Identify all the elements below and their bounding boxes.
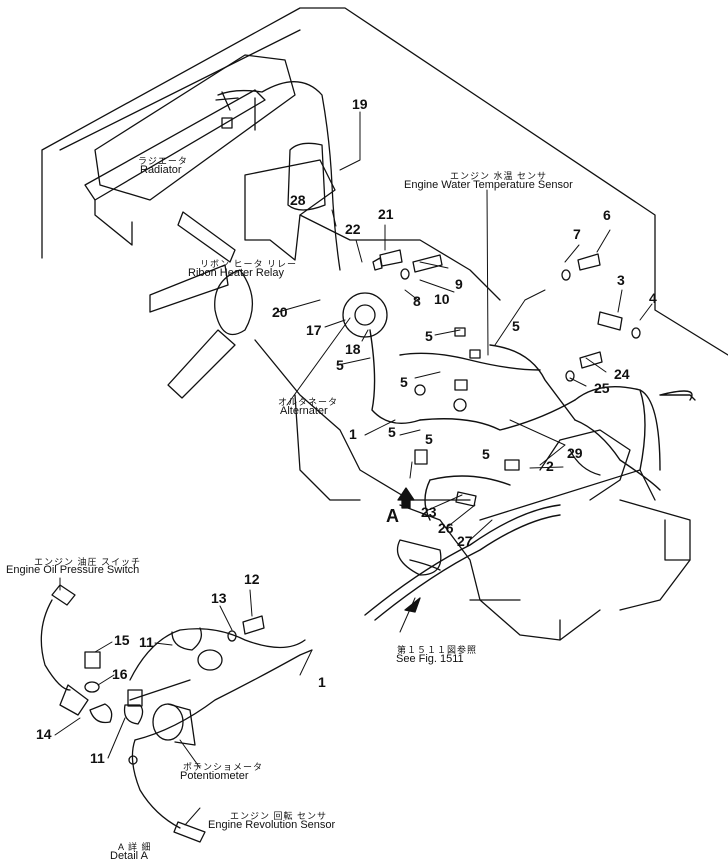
see-fig-label-jp: 第１５１１図参照 — [397, 645, 478, 655]
frame-outline — [41, 7, 728, 356]
part-number-21: 21 — [378, 206, 394, 222]
part-number-18: 18 — [345, 341, 361, 357]
part-number-23: 23 — [421, 504, 437, 520]
engine-block — [244, 142, 691, 641]
part-number-19: 19 — [352, 96, 368, 112]
part-number-8: 8 — [413, 293, 421, 309]
part-number-16: 16 — [112, 666, 128, 682]
detail-a — [40, 577, 313, 843]
arrows — [397, 487, 421, 613]
bolts-and-washers — [372, 249, 641, 507]
part-number-7: 7 — [573, 226, 581, 242]
cooling-fan — [149, 211, 254, 399]
view-a-marker: A — [386, 506, 399, 526]
part-number-3: 3 — [617, 272, 625, 288]
part-number-1-b: 1 — [318, 674, 326, 690]
potentiometer-label-jp: ポテンショメータ — [183, 762, 264, 772]
ribbon-heater-relay-label-jp: リボン ヒータ リレー — [200, 259, 298, 269]
part-number-6: 6 — [603, 207, 611, 223]
see-fig-label: See Fig. 1511 — [396, 653, 464, 665]
part-number-11-a: 11 — [139, 634, 154, 650]
main-harness — [364, 329, 696, 621]
part-number-27: 27 — [457, 533, 473, 549]
oil-pressure-switch-label: Engine Oil Pressure Switch — [6, 564, 140, 576]
leader-lines — [277, 111, 653, 633]
radiator-label: Radiator — [140, 164, 182, 176]
revolution-sensor-label-jp: エンジン 回転 センサ — [230, 811, 328, 821]
water-temp-sensor-label: Engine Water Temperature Sensor — [404, 179, 573, 191]
alternator — [342, 292, 388, 338]
part-number-5-g: 5 — [482, 446, 490, 462]
part-number-11-b: 11 — [90, 750, 105, 766]
part-number-5-f: 5 — [425, 431, 433, 447]
part-number-24: 24 — [614, 366, 630, 382]
part-number-5-d: 5 — [400, 374, 408, 390]
part-number-13: 13 — [211, 590, 227, 606]
part-number-15: 15 — [114, 632, 130, 648]
part-number-4: 4 — [649, 290, 657, 306]
alternator-label-jp: オルタネータ — [278, 397, 339, 407]
revolution-sensor-label: Engine Revolution Sensor — [208, 819, 336, 831]
part-number-17: 17 — [306, 322, 322, 338]
part-number-22: 22 — [345, 221, 361, 237]
potentiometer-label: Potentiometer — [180, 770, 249, 782]
detail-a-label: Detail A — [110, 850, 148, 862]
part-number-9: 9 — [455, 276, 463, 292]
alternator-label: Alternater — [280, 405, 328, 417]
part-number-2: 2 — [546, 458, 554, 474]
part-number-1-a: 1 — [349, 426, 357, 442]
part-number-12: 12 — [244, 571, 260, 587]
radiator — [84, 54, 296, 246]
part-number-25: 25 — [594, 380, 610, 396]
part-number-5-c: 5 — [336, 357, 344, 373]
connectors — [414, 327, 520, 471]
ribbon-heater-relay-label: Ribon Heater Relay — [188, 267, 284, 279]
part-number-26: 26 — [438, 520, 454, 536]
part-number-10: 10 — [434, 291, 450, 307]
part-number-20: 20 — [272, 304, 288, 320]
part-number-29: 29 — [567, 445, 583, 461]
part-number-5-b: 5 — [425, 328, 433, 344]
part-number-5-e: 5 — [388, 424, 396, 440]
radiator-label-jp: ラジエータ — [138, 156, 188, 166]
part-number-14: 14 — [36, 726, 52, 742]
oil-pressure-switch-label-jp: エンジン 油圧 スイッチ — [34, 557, 142, 567]
harness-19 — [215, 81, 341, 271]
water-temp-sensor-label-jp: エンジン 水温 センサ — [450, 171, 548, 181]
part-number-28: 28 — [290, 192, 306, 208]
part-number-5-a: 5 — [512, 318, 520, 334]
detail-a-label-jp: A 詳 細 — [118, 842, 152, 852]
